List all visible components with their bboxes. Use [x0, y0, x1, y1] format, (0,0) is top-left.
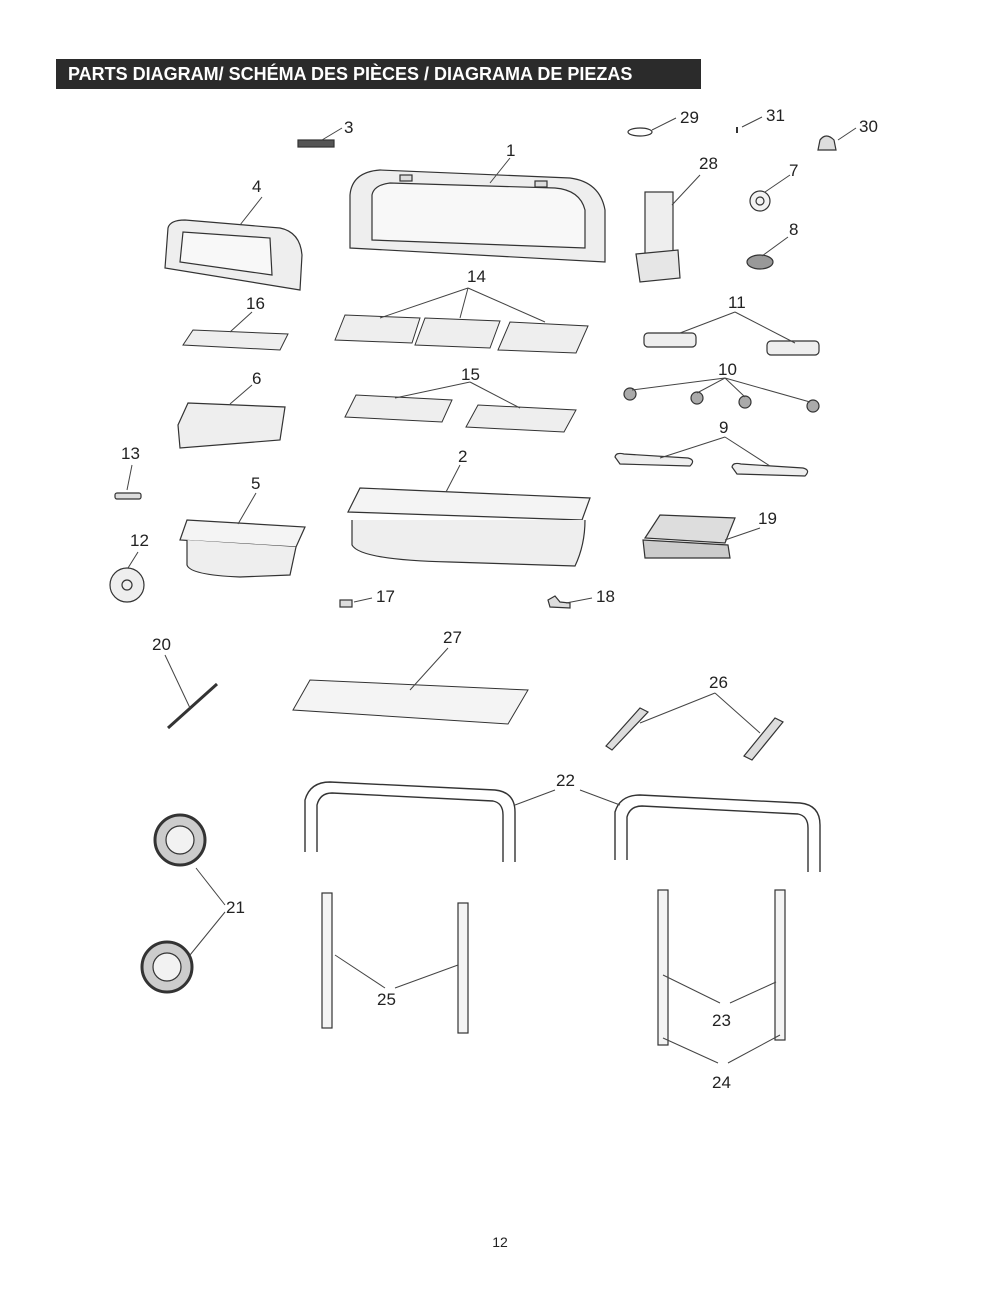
- callout-8: 8: [789, 220, 798, 239]
- callout-24: 24: [712, 1073, 731, 1092]
- callout-18: 18: [596, 587, 615, 606]
- part-gasket: [627, 127, 653, 137]
- callout-4: 4: [252, 177, 261, 196]
- callout-3: 3: [344, 118, 353, 137]
- callout-19: 19: [758, 509, 777, 528]
- part-feet-caps: [623, 387, 820, 413]
- callout-26: 26: [709, 673, 728, 692]
- callout-22: 22: [556, 771, 575, 790]
- callout-21: 21: [226, 898, 245, 917]
- part-charcoal-grates: [344, 394, 577, 433]
- callout-12: 12: [130, 531, 149, 550]
- part-firebox: [179, 519, 306, 578]
- callout-7: 7: [789, 161, 798, 180]
- part-air-vent: [109, 567, 145, 603]
- part-rear-legs: [657, 889, 786, 1046]
- part-warming-rack: [182, 329, 289, 351]
- callout-16: 16: [246, 294, 265, 313]
- callout-14: 14: [467, 267, 486, 286]
- callout-11: 11: [728, 293, 746, 312]
- callout-5: 5: [251, 474, 260, 493]
- part-front-legs: [321, 892, 469, 1034]
- callout-29: 29: [680, 108, 699, 127]
- callout-13: 13: [121, 444, 140, 463]
- part-clip: [339, 599, 353, 608]
- part-handle-bolt: [114, 492, 142, 500]
- part-wheels: [140, 813, 207, 994]
- callout-31: 31: [766, 106, 785, 125]
- part-thermometer: [749, 190, 771, 212]
- callout-17: 17: [376, 587, 395, 606]
- part-cooking-grates: [334, 314, 589, 354]
- part-lid-handles: [643, 332, 820, 356]
- part-chimney: [635, 191, 681, 283]
- callout-6: 6: [252, 369, 261, 388]
- part-leg-frames: [304, 781, 821, 872]
- page-number: 12: [492, 1234, 508, 1250]
- part-damper: [746, 254, 774, 270]
- callout-15: 15: [461, 365, 480, 384]
- part-shelf-brackets: [605, 707, 784, 761]
- callout-1: 1: [506, 141, 515, 160]
- callout-30: 30: [859, 117, 878, 136]
- part-side-shelf: [642, 514, 736, 559]
- part-side-handles: [614, 452, 809, 477]
- callout-2: 2: [458, 447, 467, 466]
- callout-27: 27: [443, 628, 462, 647]
- part-knob: [817, 135, 837, 151]
- callout-20: 20: [152, 635, 171, 654]
- page-header: PARTS DIAGRAM/ SCHÉMA DES PIÈCES / DIAGR…: [56, 59, 701, 89]
- part-axle: [166, 682, 219, 730]
- part-main-lid: [349, 169, 606, 263]
- part-firebox-lid: [164, 219, 303, 291]
- callout-28: 28: [699, 154, 718, 173]
- part-firebox-grate: [177, 402, 286, 449]
- part-logo-plate: [297, 139, 335, 148]
- part-grill-body: [347, 487, 591, 567]
- callout-labels: 1 2 3 4 5 6 7 8 9 10 11 12 13 14 15 16 1…: [121, 106, 878, 1092]
- callout-25: 25: [377, 990, 396, 1009]
- callout-23: 23: [712, 1011, 731, 1030]
- callout-9: 9: [719, 418, 728, 437]
- callout-10: 10: [718, 360, 737, 379]
- part-hook: [547, 595, 571, 609]
- part-bottom-shelf: [292, 679, 529, 725]
